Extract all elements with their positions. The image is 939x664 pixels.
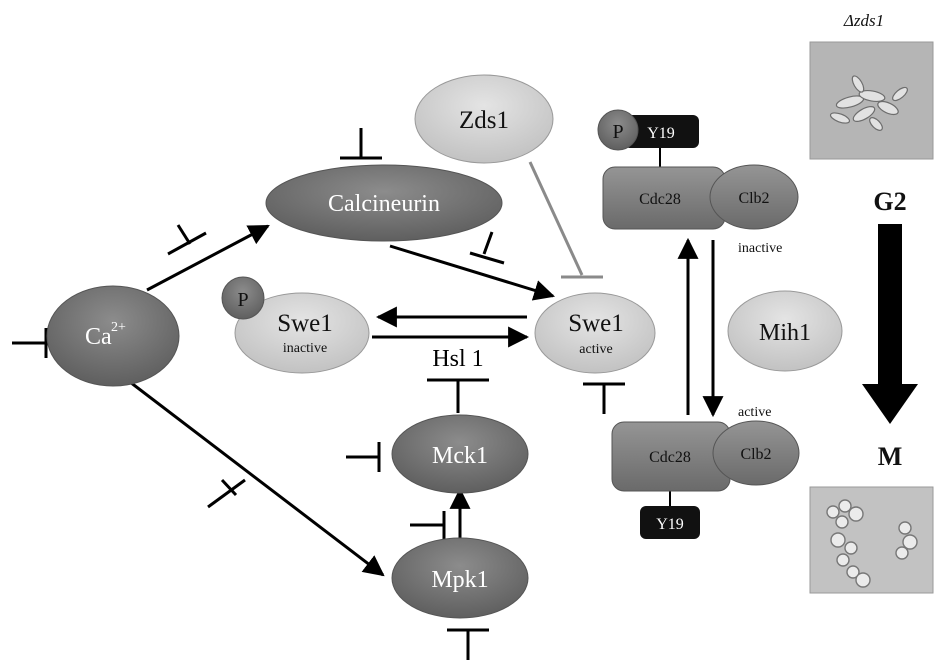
node-calcium: Ca 2+ <box>46 285 180 387</box>
calcineurin-label: Calcineurin <box>328 191 440 217</box>
inhibitor-zds1-to-swe1 <box>528 161 603 279</box>
clb2-top <box>709 164 799 230</box>
mck1-label: Mck1 <box>432 443 488 469</box>
calcium-charge-label: 2+ <box>111 320 126 335</box>
zds1-label: Zds1 <box>459 107 509 134</box>
node-calcineurin: Calcineurin <box>265 164 503 242</box>
phospho-label-cdc28: P <box>612 121 623 143</box>
micrograph-elongated-cells <box>809 41 934 160</box>
clb2-bottom <box>712 420 800 486</box>
node-zds1: Zds1 <box>414 74 554 164</box>
mih1-label: Mih1 <box>759 320 811 346</box>
inhibitor-on-swe1-active <box>583 382 625 414</box>
y19-label-top: Y19 <box>647 125 675 142</box>
swe1-active-name: Swe1 <box>568 310 624 337</box>
inhibitor-on-ca <box>12 328 48 358</box>
cdk-complex-active: active Cdc28 Clb2 Y19 <box>611 405 800 539</box>
swe1-inactive-name: Swe1 <box>277 310 333 337</box>
inhibitor-on-mpk1 <box>447 628 489 660</box>
inhibitor-on-mck1 <box>346 442 381 472</box>
arrow-ca-to-mpk1 <box>129 380 385 577</box>
clb2-label-bottom: Clb2 <box>740 446 771 463</box>
y19-box-top <box>624 115 699 148</box>
inhibitor-marks <box>12 128 625 660</box>
calcium-label: Ca <box>85 324 112 350</box>
inhibitor-on-ca-calcineurin-arrow <box>167 224 207 256</box>
inhibitor-on-mpk1-mck1-arrow <box>410 511 446 539</box>
phase-label-m: M <box>878 442 903 471</box>
node-mck1: Mck1 <box>391 414 529 494</box>
phospho-label-swe1: P <box>237 289 248 311</box>
node-mpk1: Mpk1 <box>391 537 529 619</box>
hsl1-label: Hsl 1 <box>432 346 483 372</box>
swe1-inactive-state: inactive <box>283 341 327 356</box>
progression-arrow <box>862 224 918 424</box>
cdk-complex-inactive: Y19 P Cdc28 Clb2 inactive <box>597 109 799 256</box>
phase-label-g2: G2 <box>873 187 906 216</box>
node-mih1: Mih1 <box>727 290 843 372</box>
inhibitor-on-calcineurin-swe1-arrow <box>469 231 505 265</box>
state-label-active: active <box>738 405 771 420</box>
inhibitor-on-calcineurin <box>340 128 382 160</box>
mutant-label: Δzds1 <box>843 11 884 30</box>
arrow-ca-to-calcineurin <box>146 224 270 292</box>
cdc28-label-top: Cdc28 <box>639 191 681 208</box>
clb2-label-top: Clb2 <box>738 190 769 207</box>
phospho-badge-cdc28 <box>597 109 639 151</box>
phospho-badge-swe1: P <box>221 276 265 320</box>
inhibitor-on-ca-mpk1-arrow <box>207 478 246 509</box>
cdc28-label-bottom: Cdc28 <box>649 449 691 466</box>
y19-label-bottom: Y19 <box>656 516 684 533</box>
node-swe1-active: Swe1 active <box>534 292 656 374</box>
micrograph-round-cells <box>809 486 934 594</box>
node-swe1-inactive: Swe1 inactive <box>234 292 370 374</box>
swe1-active-state: active <box>579 342 612 357</box>
mpk1-label: Mpk1 <box>431 567 488 593</box>
state-label-inactive: inactive <box>738 241 782 256</box>
edges <box>129 224 724 577</box>
arrow-calcineurin-to-swe1 <box>389 244 556 301</box>
y19-box-bottom <box>640 506 700 539</box>
inhibitor-mck1-to-hsl1 <box>427 378 489 413</box>
